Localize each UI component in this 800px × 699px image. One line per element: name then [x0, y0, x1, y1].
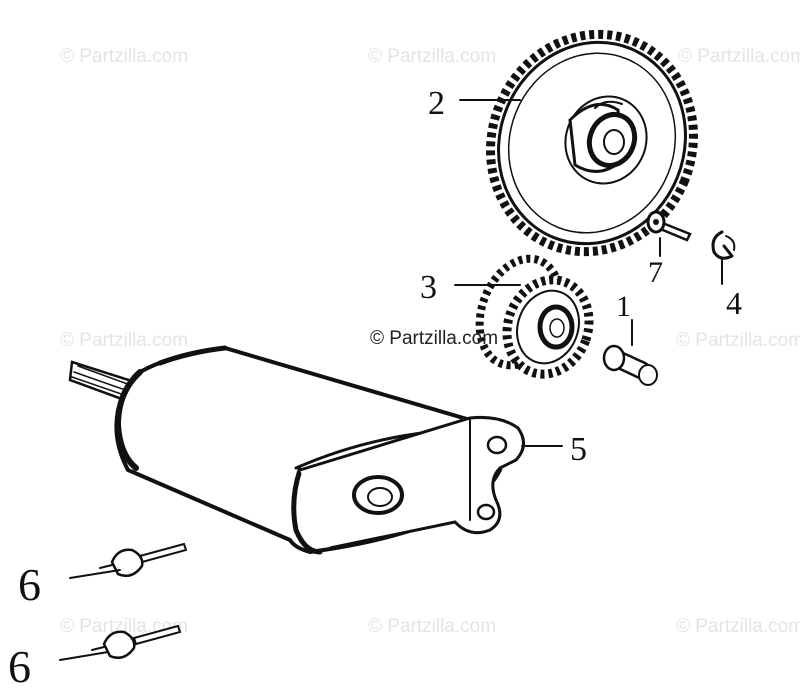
callout-6-upper: 6 — [18, 559, 41, 610]
callout-3: 3 — [420, 269, 437, 306]
idle-gear — [475, 254, 594, 379]
callout-2: 2 — [428, 85, 445, 122]
callout-7: 7 — [648, 256, 663, 289]
watermark: © Partzilla.com — [678, 46, 800, 67]
callout-4: 4 — [726, 285, 742, 321]
watermark: © Partzilla.com — [60, 330, 188, 351]
watermark: © Partzilla.com — [368, 616, 496, 637]
watermark: © Partzilla.com — [368, 46, 496, 67]
bolt-lower — [91, 624, 182, 659]
clip — [711, 230, 736, 260]
callout-labels: 1 2 3 4 5 6 6 7 — [8, 85, 742, 692]
pin — [646, 210, 692, 242]
callout-5: 5 — [570, 431, 587, 468]
center-watermark: © Partzilla.com — [370, 328, 498, 349]
callout-1: 1 — [616, 290, 631, 323]
shaft — [602, 344, 658, 386]
leader-lines — [59, 99, 723, 661]
watermark: © Partzilla.com — [676, 616, 800, 637]
watermark: © Partzilla.com — [676, 330, 800, 351]
watermark: © Partzilla.com — [60, 46, 188, 67]
large-gear — [486, 29, 698, 257]
starter-motor — [68, 345, 525, 555]
callout-6-lower: 6 — [8, 641, 31, 692]
